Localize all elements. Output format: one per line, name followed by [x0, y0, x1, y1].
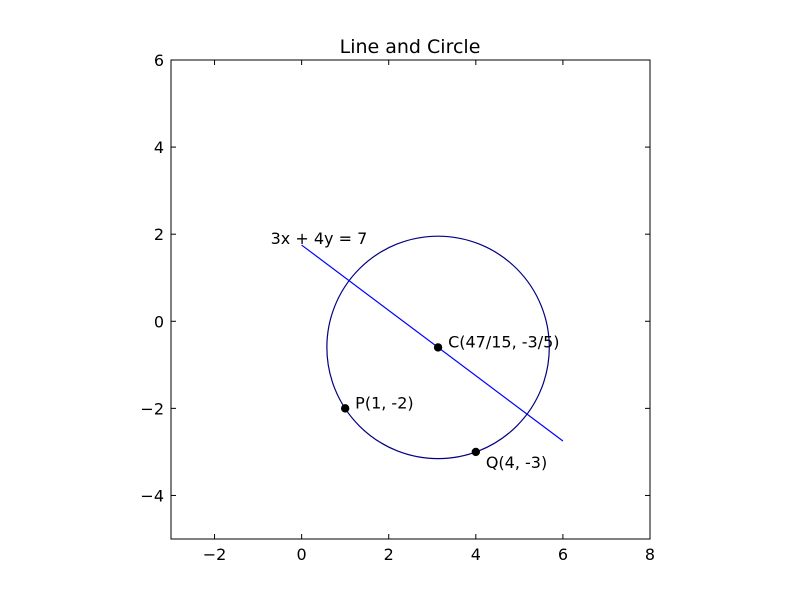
point-label: C(47/15, -3/5): [448, 332, 559, 351]
chart-title: Line and Circle: [340, 36, 481, 58]
point-label: Q(4, -3): [486, 453, 547, 472]
data-point: [433, 343, 443, 352]
x-tick-label: 2: [384, 545, 394, 564]
plot-area: [301, 235, 564, 460]
circle-curve: [326, 235, 550, 460]
data-point: [471, 447, 481, 457]
y-tick-label: −2: [140, 399, 164, 418]
line-series: [301, 244, 564, 442]
y-tick-label: 4: [154, 138, 164, 157]
x-tick-label: 4: [471, 545, 481, 564]
y-tick-label: 6: [154, 51, 164, 70]
x-tick-label: −2: [203, 545, 227, 564]
y-tick-label: 0: [154, 312, 164, 331]
x-tick-label: 0: [297, 545, 307, 564]
line-equation-label: 3x + 4y = 7: [271, 229, 368, 248]
x-tick-label: 8: [645, 545, 655, 564]
annotations: 3x + 4y = 7 C(47/15, -3/5) P(1, -2) Q(4, -3…: [271, 229, 560, 472]
axis-tick-labels: −2 0 2 4 6 8 −4 −2 0 2 4 6: [140, 51, 655, 564]
y-tick-label: 2: [154, 225, 164, 244]
y-tick-label: −4: [140, 486, 164, 505]
data-point: [340, 404, 350, 413]
plot-frame: [170, 59, 651, 540]
x-tick-label: 6: [558, 545, 568, 564]
point-label: P(1, -2): [355, 393, 413, 412]
